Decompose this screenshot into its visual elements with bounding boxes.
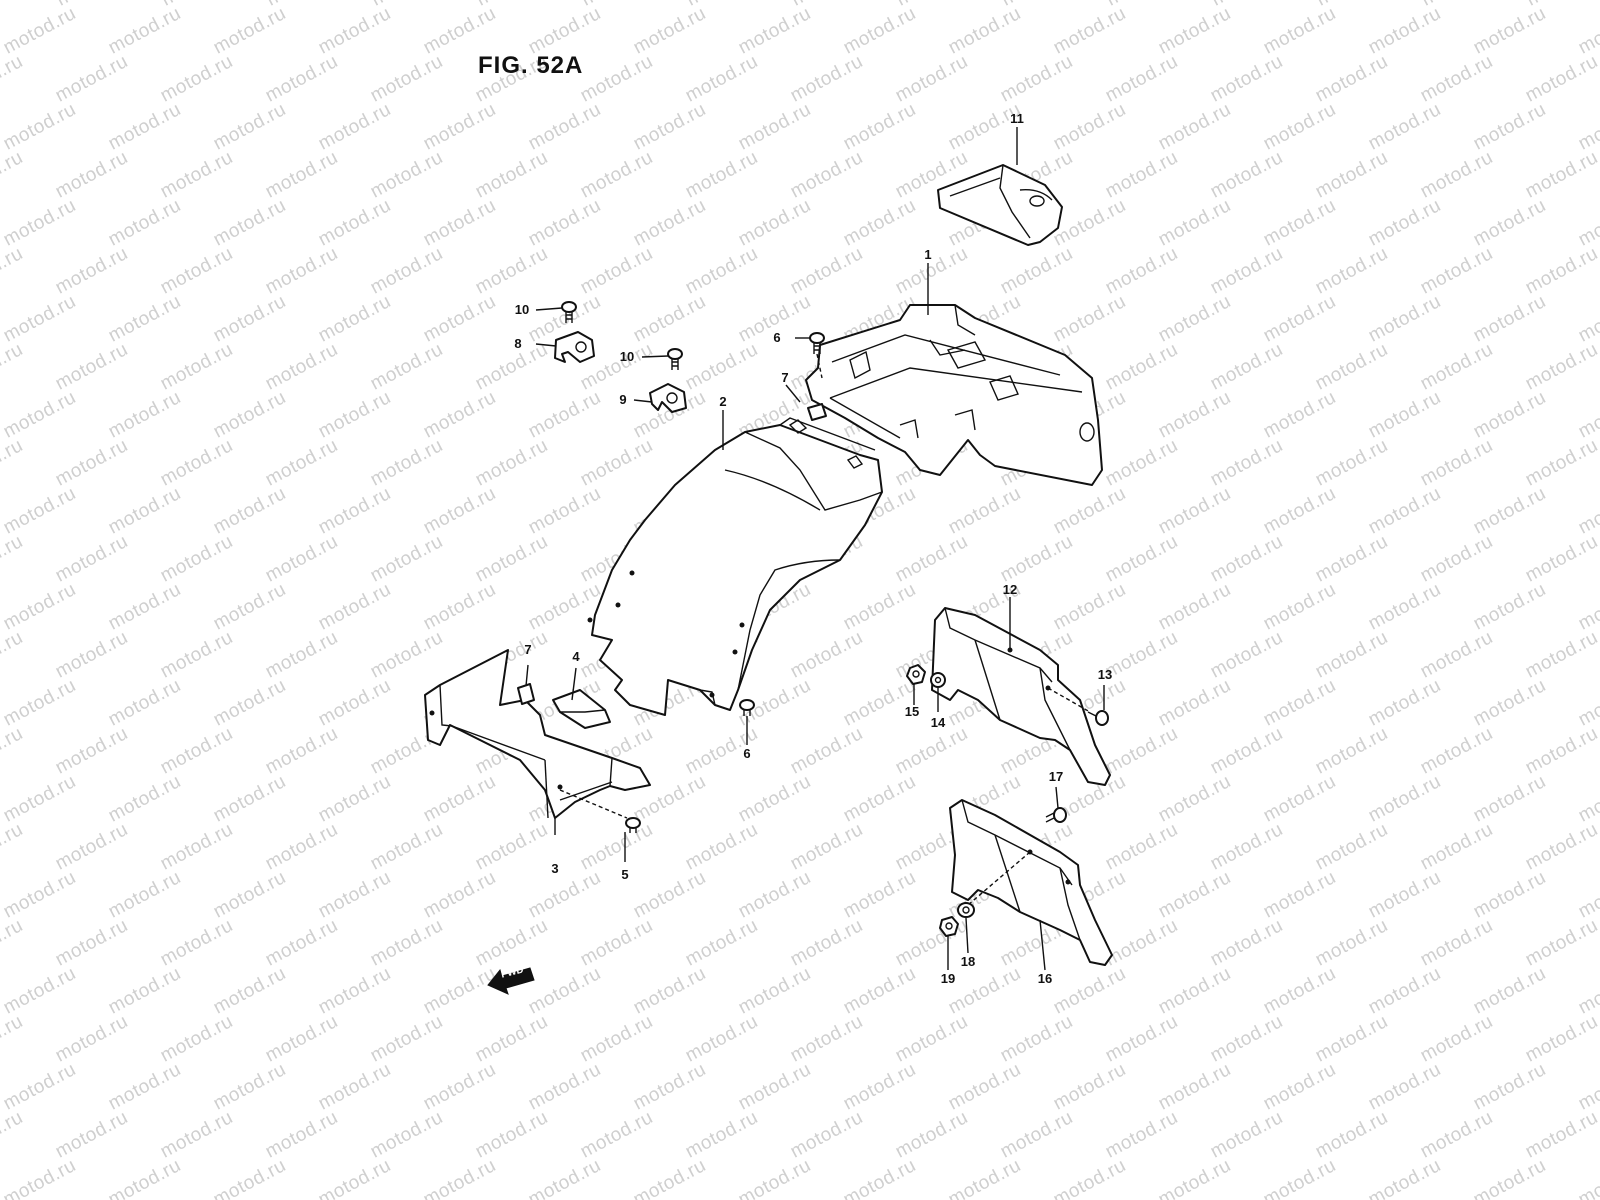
callout-1: 1 bbox=[924, 247, 932, 262]
callout-18: 18 bbox=[960, 954, 976, 969]
bracket-bolt-shape bbox=[1087, 710, 1109, 726]
callout-14: 14 bbox=[930, 715, 946, 730]
callout-9: 9 bbox=[619, 392, 627, 407]
callout-6-upper: 6 bbox=[773, 330, 781, 345]
callout-6-lower: 6 bbox=[743, 746, 751, 761]
nut-upper-shape bbox=[807, 403, 827, 421]
callout-2: 2 bbox=[719, 394, 727, 409]
screw-clamp-a-shape bbox=[561, 301, 577, 323]
tool-bag-shape bbox=[937, 164, 1063, 246]
callout-3: 3 bbox=[551, 861, 559, 876]
callout-17: 17 bbox=[1048, 769, 1064, 784]
callout-10-a: 10 bbox=[514, 302, 530, 317]
callout-11: 11 bbox=[1010, 111, 1024, 126]
washer-shape bbox=[930, 672, 946, 688]
callout-7-upper: 7 bbox=[781, 370, 789, 385]
washer-lower-shape bbox=[957, 902, 975, 918]
fender-clip-shape bbox=[552, 689, 611, 729]
callout-8: 8 bbox=[514, 336, 522, 351]
callout-13: 13 bbox=[1097, 667, 1113, 682]
screw-lower-shape bbox=[739, 699, 755, 716]
callout-leaders bbox=[525, 127, 1105, 971]
license-plate-bracket-lower-shape bbox=[949, 799, 1113, 966]
nut-lower-shape bbox=[517, 683, 535, 705]
rear-frame-cover-shape bbox=[805, 304, 1103, 486]
nut-lower-shape-19 bbox=[939, 916, 959, 937]
callout-16: 16 bbox=[1037, 971, 1053, 986]
fwd-arrow-icon bbox=[487, 967, 535, 995]
fender-bracket-shape bbox=[424, 649, 651, 819]
callout-12: 12 bbox=[1002, 582, 1018, 597]
clamp-a-shape bbox=[554, 331, 595, 363]
bracket-bolt-lower-shape bbox=[1045, 807, 1067, 823]
nut-shape bbox=[906, 664, 926, 685]
license-plate-bracket-shape bbox=[931, 607, 1111, 786]
callout-19: 19 bbox=[940, 971, 956, 986]
callout-15: 15 bbox=[904, 704, 920, 719]
rear-fender-shape bbox=[587, 417, 883, 716]
callout-5: 5 bbox=[621, 867, 629, 882]
callout-7-lower: 7 bbox=[524, 642, 532, 657]
bolt-shape bbox=[559, 789, 641, 833]
screw-clamp-b-shape bbox=[667, 348, 683, 370]
clamp-b-shape bbox=[649, 383, 687, 413]
figure-title: FIG. 52A bbox=[478, 52, 584, 79]
callout-4: 4 bbox=[572, 649, 580, 664]
callout-10-b: 10 bbox=[619, 349, 635, 364]
